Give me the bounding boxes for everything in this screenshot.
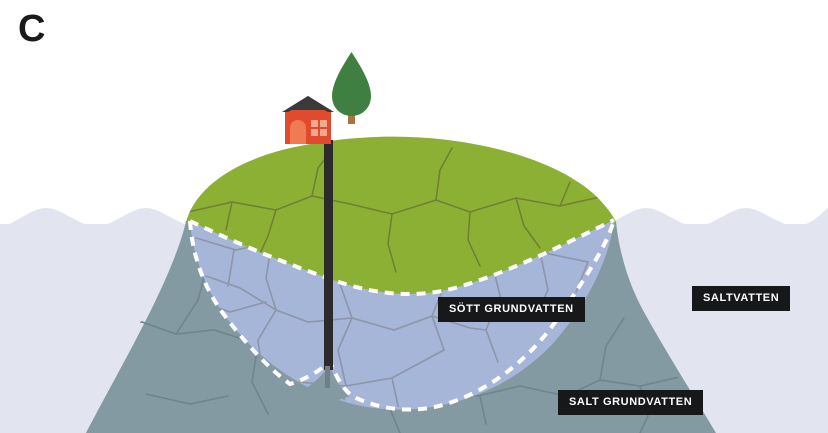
label-sea-water: SALTVATTEN bbox=[692, 286, 791, 311]
tree bbox=[332, 52, 371, 124]
fresh-salt-interface-dashed bbox=[188, 219, 616, 412]
drinking-water-well[interactable] bbox=[324, 140, 333, 388]
label-salt-groundwater: SALT GRUNDVATTEN bbox=[558, 390, 704, 415]
island-grass-cap bbox=[186, 136, 616, 295]
house-roof-slab bbox=[286, 96, 330, 110]
saltwater-upconing bbox=[290, 366, 350, 402]
well-screen-tip bbox=[325, 366, 330, 388]
water-table-boundary-dashed bbox=[189, 218, 615, 297]
freshwater-lens-boundary bbox=[188, 218, 616, 412]
house bbox=[282, 96, 334, 144]
house-door bbox=[290, 120, 306, 144]
label-fresh-groundwater: SÖTT GRUNDVATTEN bbox=[438, 297, 585, 322]
upconing-cone-fill bbox=[290, 366, 350, 402]
grass-fill bbox=[186, 136, 616, 295]
well-pipe[interactable] bbox=[324, 140, 333, 370]
tree-crown bbox=[332, 52, 371, 116]
panel-letter: C bbox=[18, 8, 46, 50]
grass-fracture-lines bbox=[187, 147, 605, 273]
house-window bbox=[311, 120, 327, 136]
